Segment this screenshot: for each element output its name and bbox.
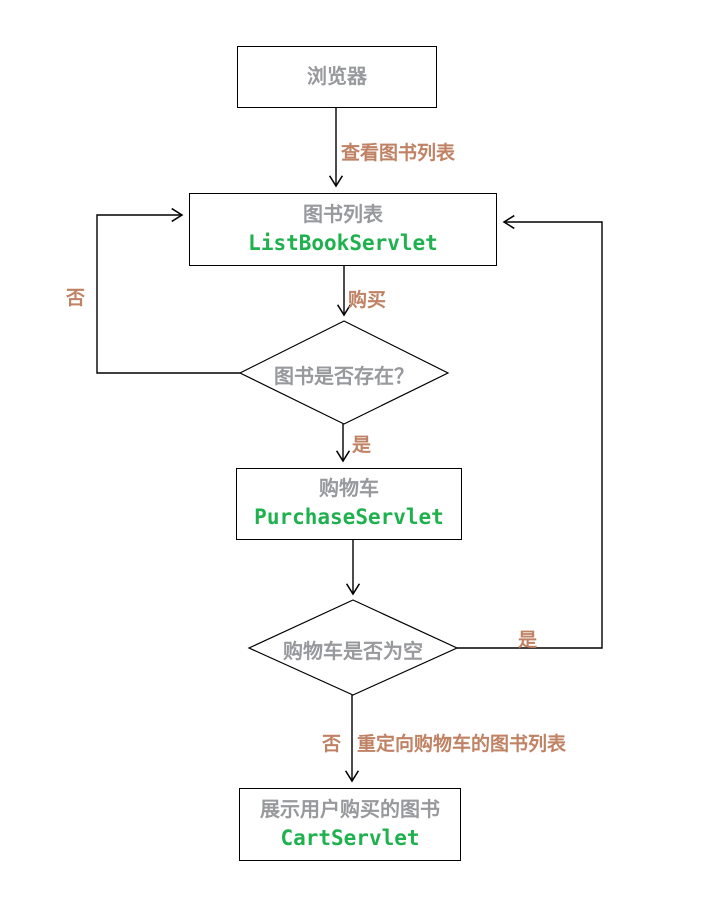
edge-label-cart-not-empty: 否 — [322, 734, 342, 755]
node-book-list-servlet: ListBookServlet — [248, 230, 438, 255]
node-cart-servlet: PurchaseServlet — [254, 505, 444, 530]
node-show-purchased: 展示用户购买的图书 CartServlet — [239, 788, 461, 861]
node-cart-title: 购物车 — [319, 478, 379, 501]
edge-no-loop-to-booklist — [96, 207, 240, 374]
edge-label-redirect: 重定向购物车的图书列表 — [357, 734, 567, 755]
edge-label-view-book-list: 查看图书列表 — [341, 143, 456, 164]
edge-label-cart-is-empty: 是 — [518, 630, 538, 651]
decision-book-exists-label: 图书是否存在？ — [274, 366, 414, 388]
diamond-cart-empty — [247, 599, 459, 696]
node-browser-title: 浏览器 — [307, 65, 367, 88]
node-cart: 购物车 PurchaseServlet — [236, 468, 462, 540]
node-book-list-title: 图书列表 — [303, 203, 383, 226]
edge-yes-loop-to-booklist — [457, 214, 603, 649]
node-show-purchased-servlet: CartServlet — [280, 825, 420, 850]
diamond-book-exists — [238, 320, 450, 425]
edge-label-book-exists: 是 — [352, 435, 372, 456]
decision-cart-empty-label: 购物车是否为空 — [283, 641, 423, 663]
edge-label-book-not-exists: 否 — [66, 288, 86, 309]
node-show-purchased-title: 展示用户购买的图书 — [260, 798, 440, 821]
node-browser: 浏览器 — [237, 46, 437, 108]
edge-label-buy: 购买 — [348, 290, 387, 311]
node-book-list: 图书列表 ListBookServlet — [189, 193, 497, 266]
